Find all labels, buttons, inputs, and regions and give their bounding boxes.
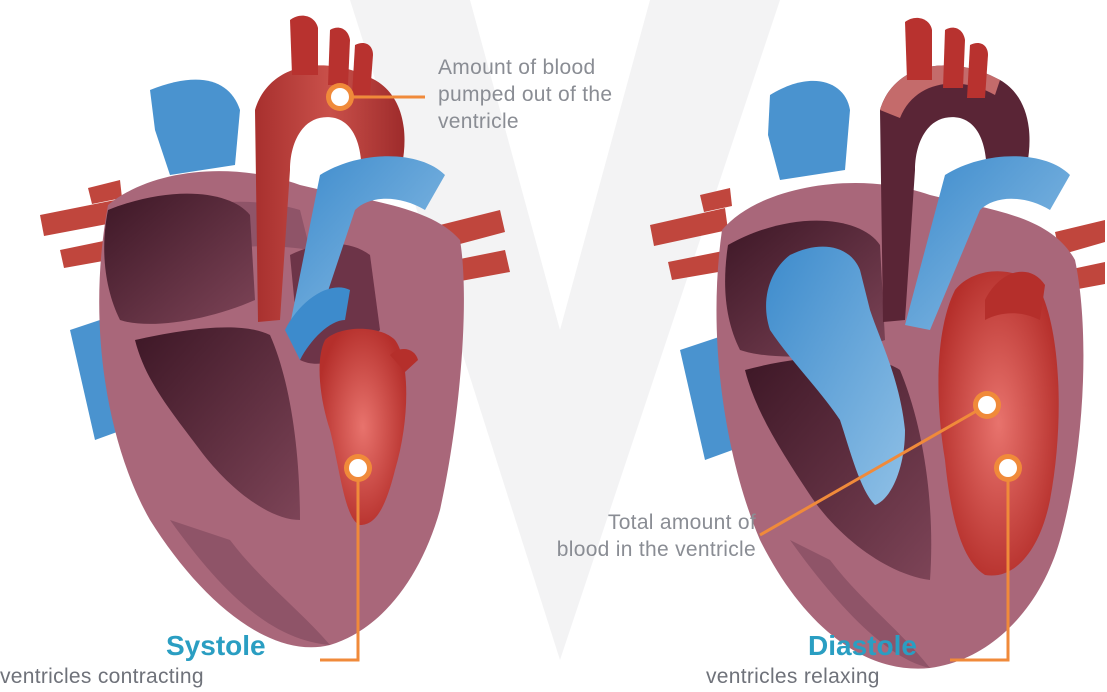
end-diastolic-volume-label: Total amount of blood in the ventricle xyxy=(498,509,756,563)
vena-cava-right xyxy=(768,81,850,180)
diastole-subtitle: ventricles relaxing xyxy=(706,664,880,690)
stroke-volume-line-1: Amount of blood xyxy=(438,54,612,81)
edv-line-2: blood in the ventricle xyxy=(498,536,756,563)
systole-title: Systole xyxy=(166,630,266,662)
vena-cava-left xyxy=(150,80,240,175)
stroke-volume-label: Amount of blood pumped out of the ventri… xyxy=(438,54,612,135)
stroke-volume-line-3: ventricle xyxy=(438,108,612,135)
systole-subtitle: ventricles contracting xyxy=(0,664,204,690)
atrium-chamber-left xyxy=(104,194,255,324)
edv-line-1: Total amount of xyxy=(498,509,756,536)
stroke-volume-line-2: pumped out of the xyxy=(438,81,612,108)
diastole-title: Diastole xyxy=(808,630,917,662)
